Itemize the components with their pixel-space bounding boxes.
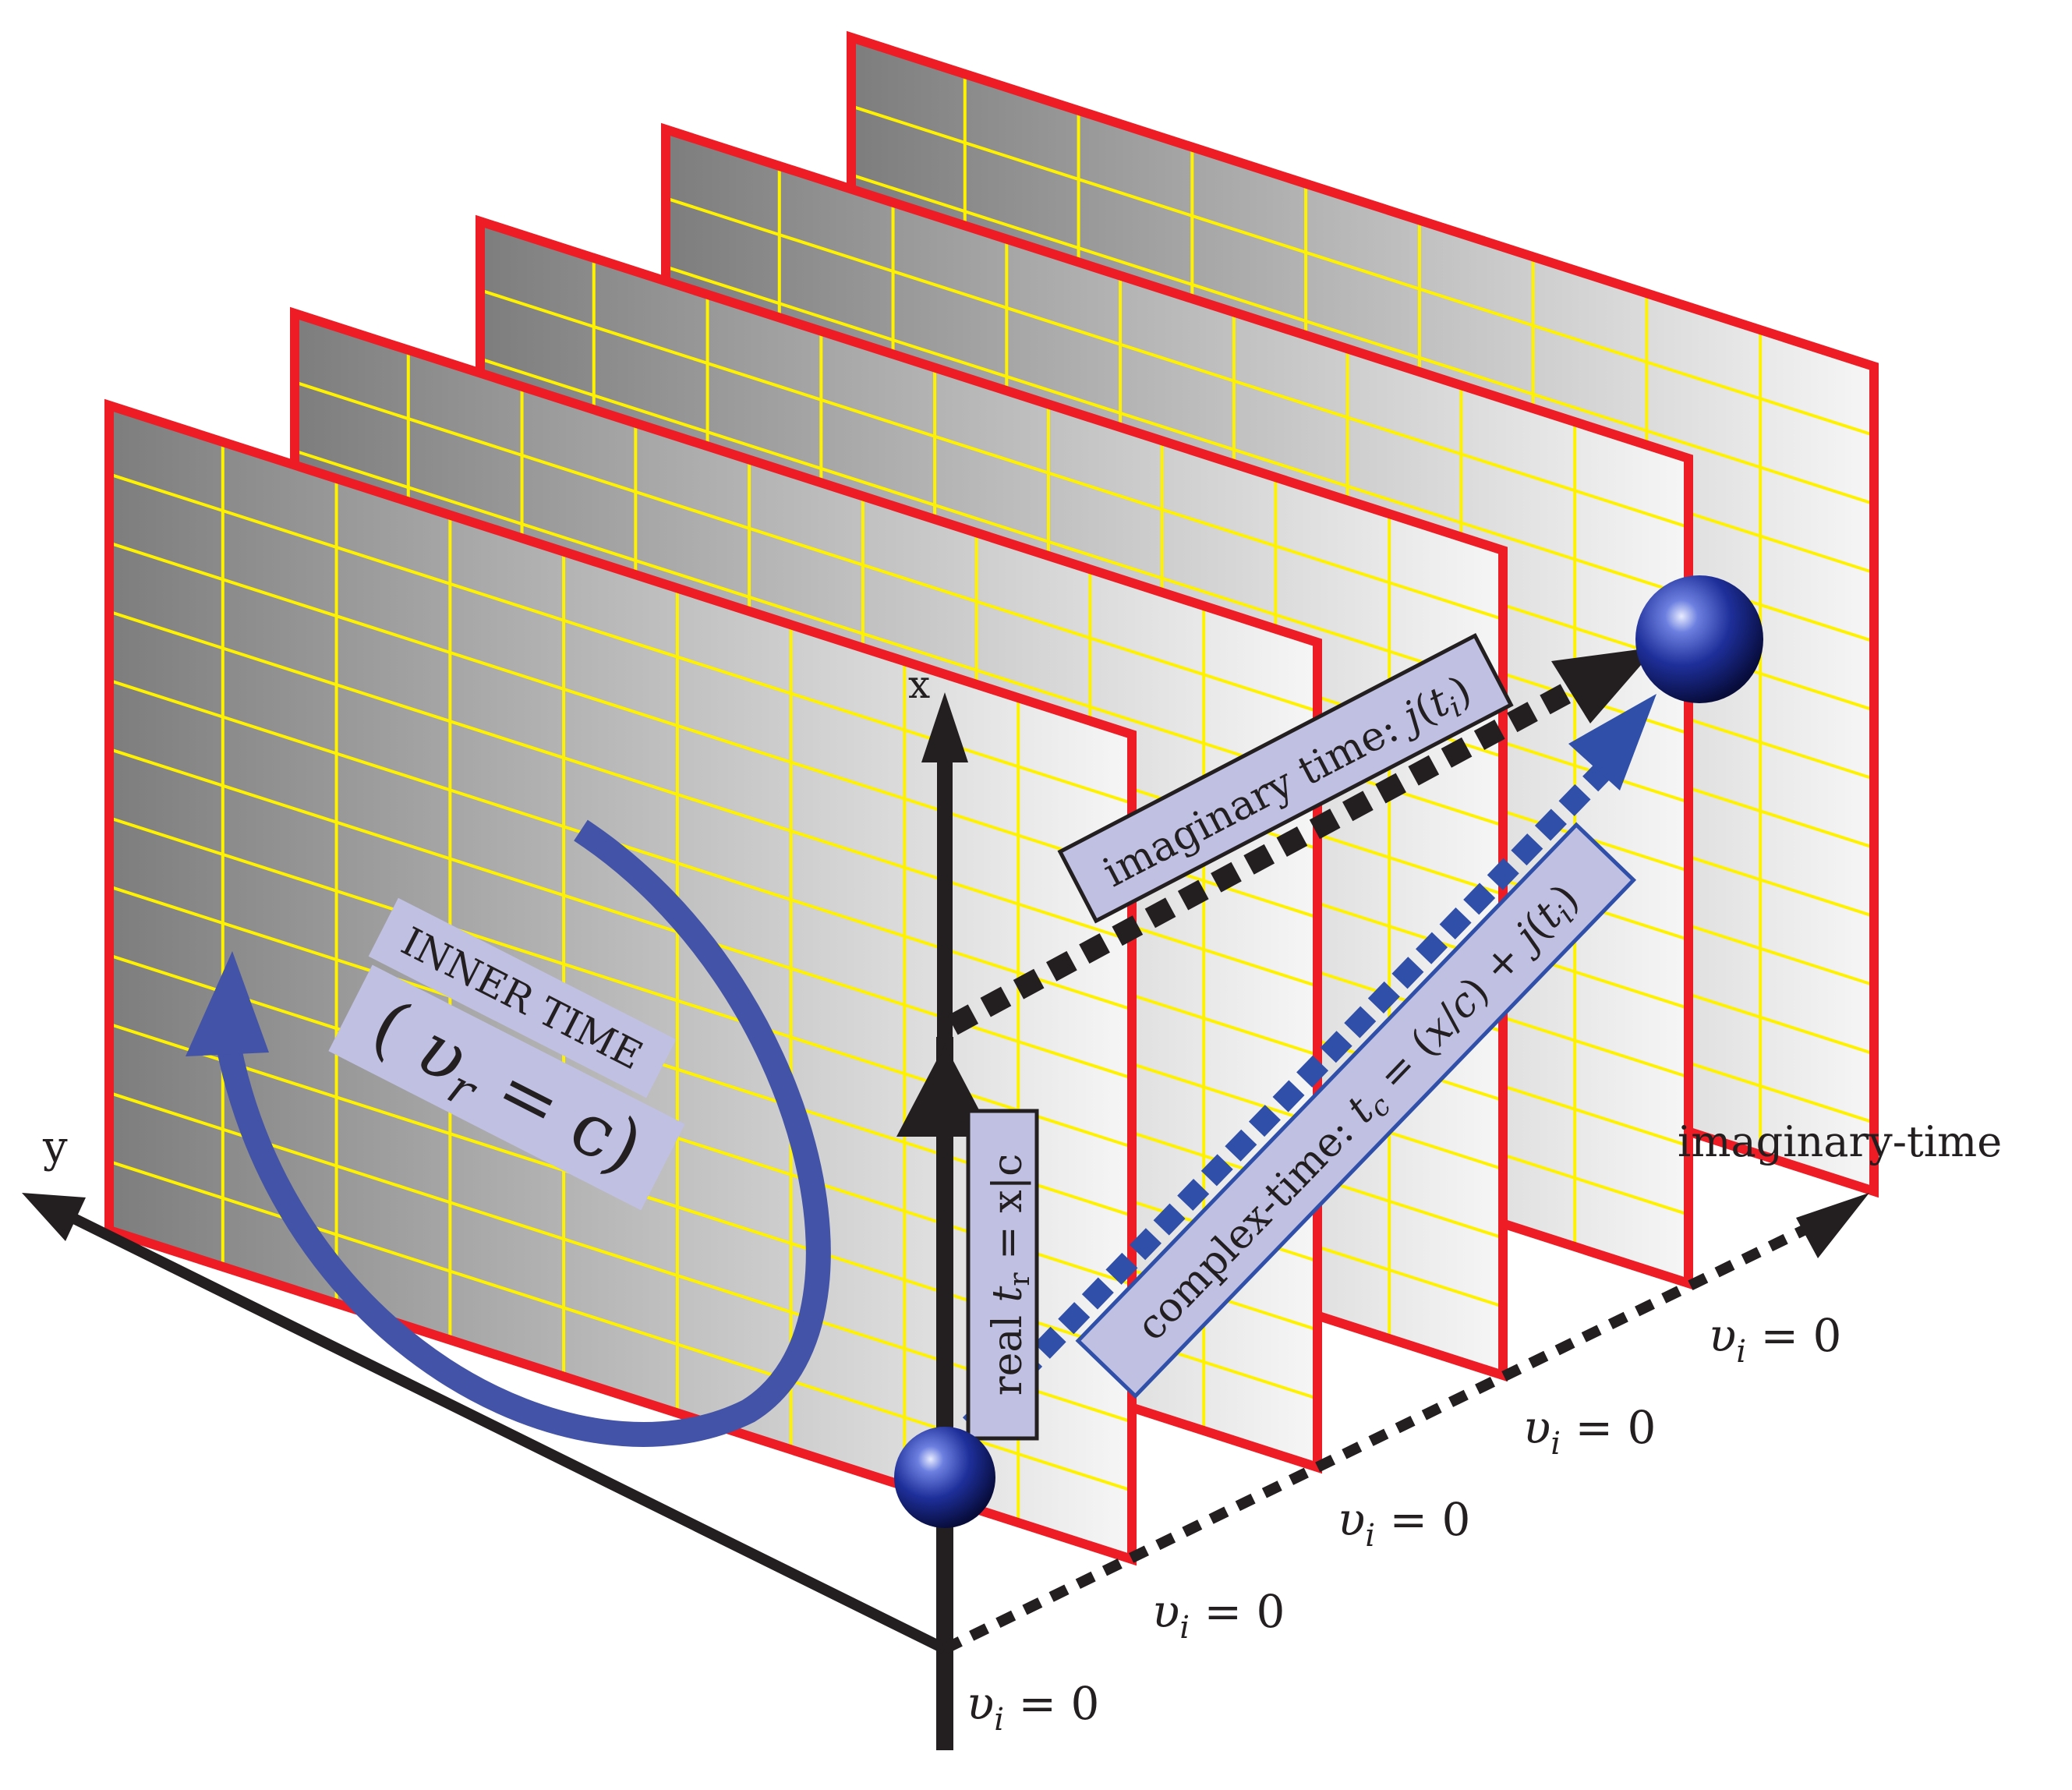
zero-labels-group: υi = 0 υi = 0 υi = 0 υi = 0 υi = 0 [967, 1309, 1841, 1738]
origin-sphere [894, 1427, 995, 1528]
real-time-label: real tr = x|c [966, 1109, 1039, 1441]
y-axis-label: y [42, 1122, 68, 1173]
plane-1 [104, 398, 1137, 1566]
svg-text:real tr = x|c: real tr = x|c [985, 1154, 1036, 1396]
zero-label-4: υi = 0 [1523, 1401, 1656, 1462]
y-axis [22, 1193, 948, 1654]
zero-label-3: υi = 0 [1338, 1493, 1470, 1554]
imaginary-time-axis-label: imaginary-time [1678, 1117, 2002, 1166]
imaginary-time-arrow [947, 647, 1657, 1035]
real-time-sub: r [1004, 1272, 1036, 1286]
real-time-rest: = x|c [985, 1154, 1031, 1273]
imaginary-time-axis [942, 1193, 1869, 1654]
complex-time-arrow [962, 694, 1657, 1433]
inner-time-label: INNER TIME ( υr = c) [328, 897, 685, 1211]
zero-label-1: υi = 0 [967, 1677, 1099, 1738]
zero-label-5: υi = 0 [1709, 1309, 1841, 1370]
x-axis-label: x [908, 662, 930, 707]
endpoint-sphere [1635, 575, 1763, 703]
real-time-prefix: real [985, 1302, 1031, 1396]
zero-label-2: υi = 0 [1152, 1585, 1285, 1646]
inner-time-arrow [186, 819, 831, 1447]
real-time-t: t [985, 1286, 1031, 1302]
